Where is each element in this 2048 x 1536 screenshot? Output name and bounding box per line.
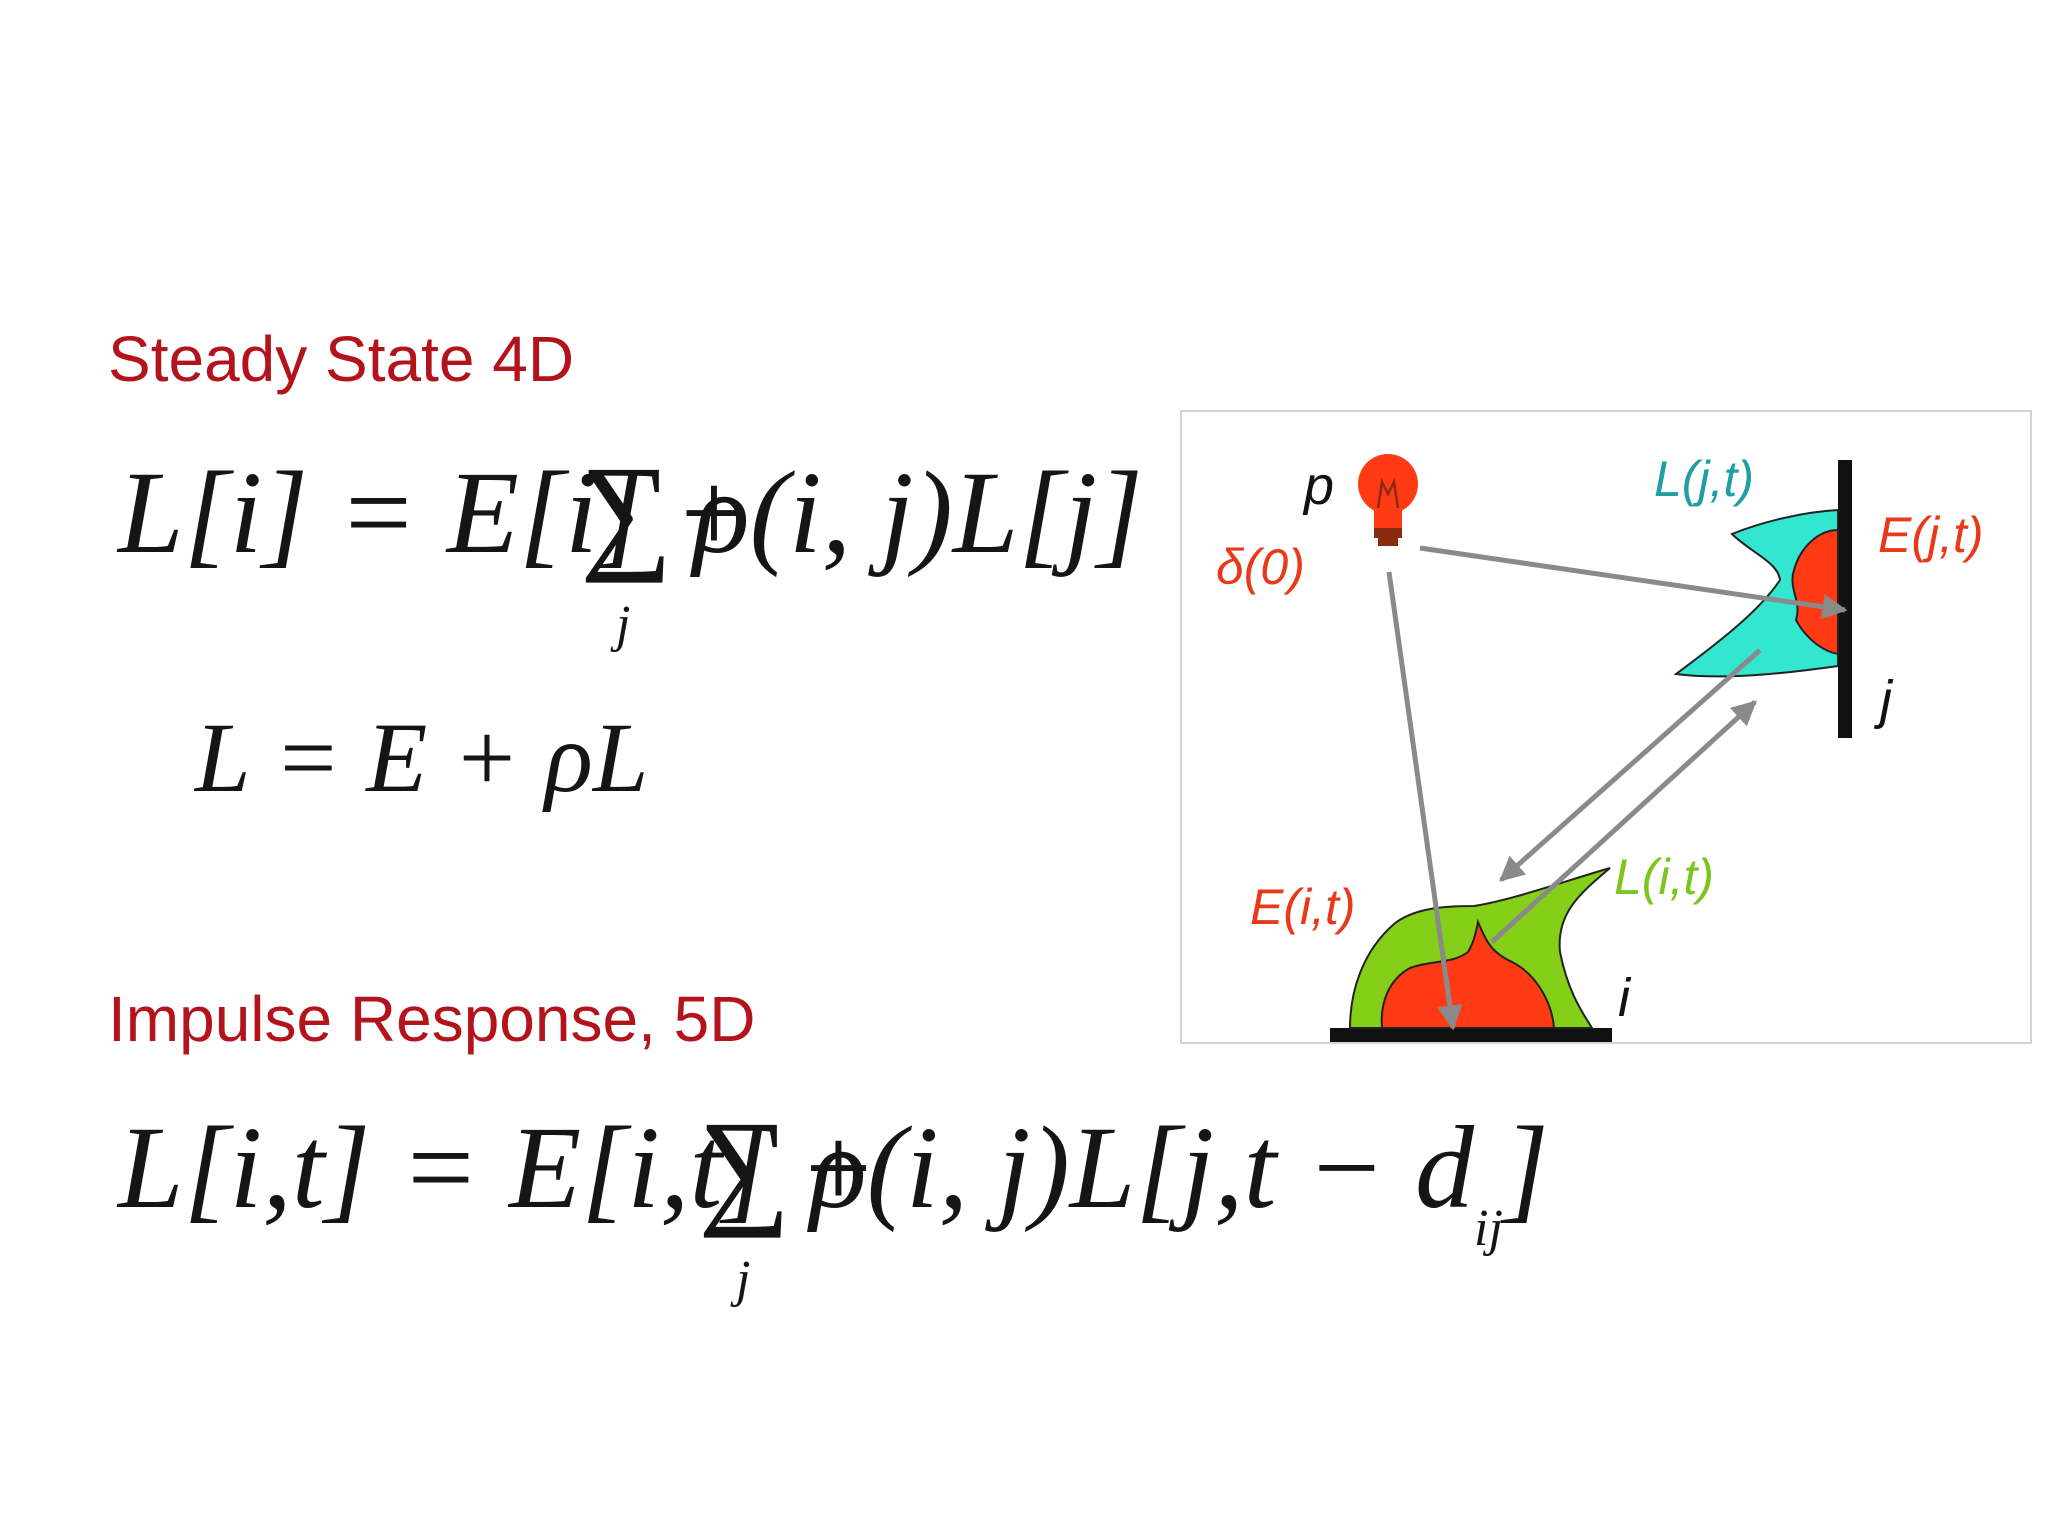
- arrow-i-to-j: [1490, 700, 1757, 944]
- summation-index: j: [616, 596, 631, 653]
- emission-j-label: E(j,t): [1878, 507, 1984, 563]
- radiance-j-label: L(j,t): [1654, 451, 1754, 507]
- summation-index: j: [736, 1251, 751, 1308]
- steady-state-heading: Steady State 4D: [108, 323, 575, 395]
- steady-equation-rhs: ρ(i, j)L[j]: [693, 447, 1144, 578]
- diagram-canvas: p δ(0) L(j,t) E(j,t) j L(i,t) E(i,t) i: [1216, 451, 1984, 1042]
- surface-i-label: i: [1618, 968, 1632, 1028]
- point-light-label: p: [1302, 456, 1334, 516]
- emission-blob-j: [1791, 528, 1839, 656]
- impulse-equation-lhs: L[i,t] = E[i,t] +: [118, 1102, 878, 1233]
- delay-subscript: ij: [1474, 1200, 1503, 1257]
- lightbulb-icon: [1358, 454, 1418, 546]
- impulse-rhs-main: ρ(i, j)L[j,t − d: [810, 1102, 1475, 1233]
- emission-blob-i: [1380, 918, 1556, 1029]
- light-transport-diagram: p δ(0) L(j,t) E(j,t) j L(i,t) E(i,t) i: [1180, 410, 2032, 1044]
- impulse-rhs-end: ]: [1502, 1102, 1549, 1233]
- surface-j-wall: [1838, 460, 1852, 738]
- impulse-label: δ(0): [1216, 539, 1305, 595]
- emission-i-label: E(i,t): [1250, 879, 1356, 935]
- summation-symbol: ∑: [580, 440, 673, 584]
- summation-symbol: ∑: [698, 1095, 791, 1239]
- arrow-light-to-j: [1419, 545, 1848, 620]
- surface-i-floor: [1330, 1028, 1612, 1042]
- arrow-light-to-i: [1386, 571, 1463, 1031]
- impulse-response-heading: Impulse Response, 5D: [108, 983, 756, 1055]
- radiance-blob-j: [1673, 508, 1839, 678]
- arrow-j-to-i: [1499, 648, 1762, 882]
- surface-j-label: j: [1873, 670, 1894, 730]
- steady-state-compact-equation: L = E + ρL: [195, 702, 649, 813]
- radiance-i-label: L(i,t): [1614, 849, 1714, 905]
- steady-equation-lhs: L[i] = E[i] +: [118, 447, 753, 578]
- impulse-equation-rhs: ρ(i, j)L[j,t − dij]: [810, 1100, 1549, 1257]
